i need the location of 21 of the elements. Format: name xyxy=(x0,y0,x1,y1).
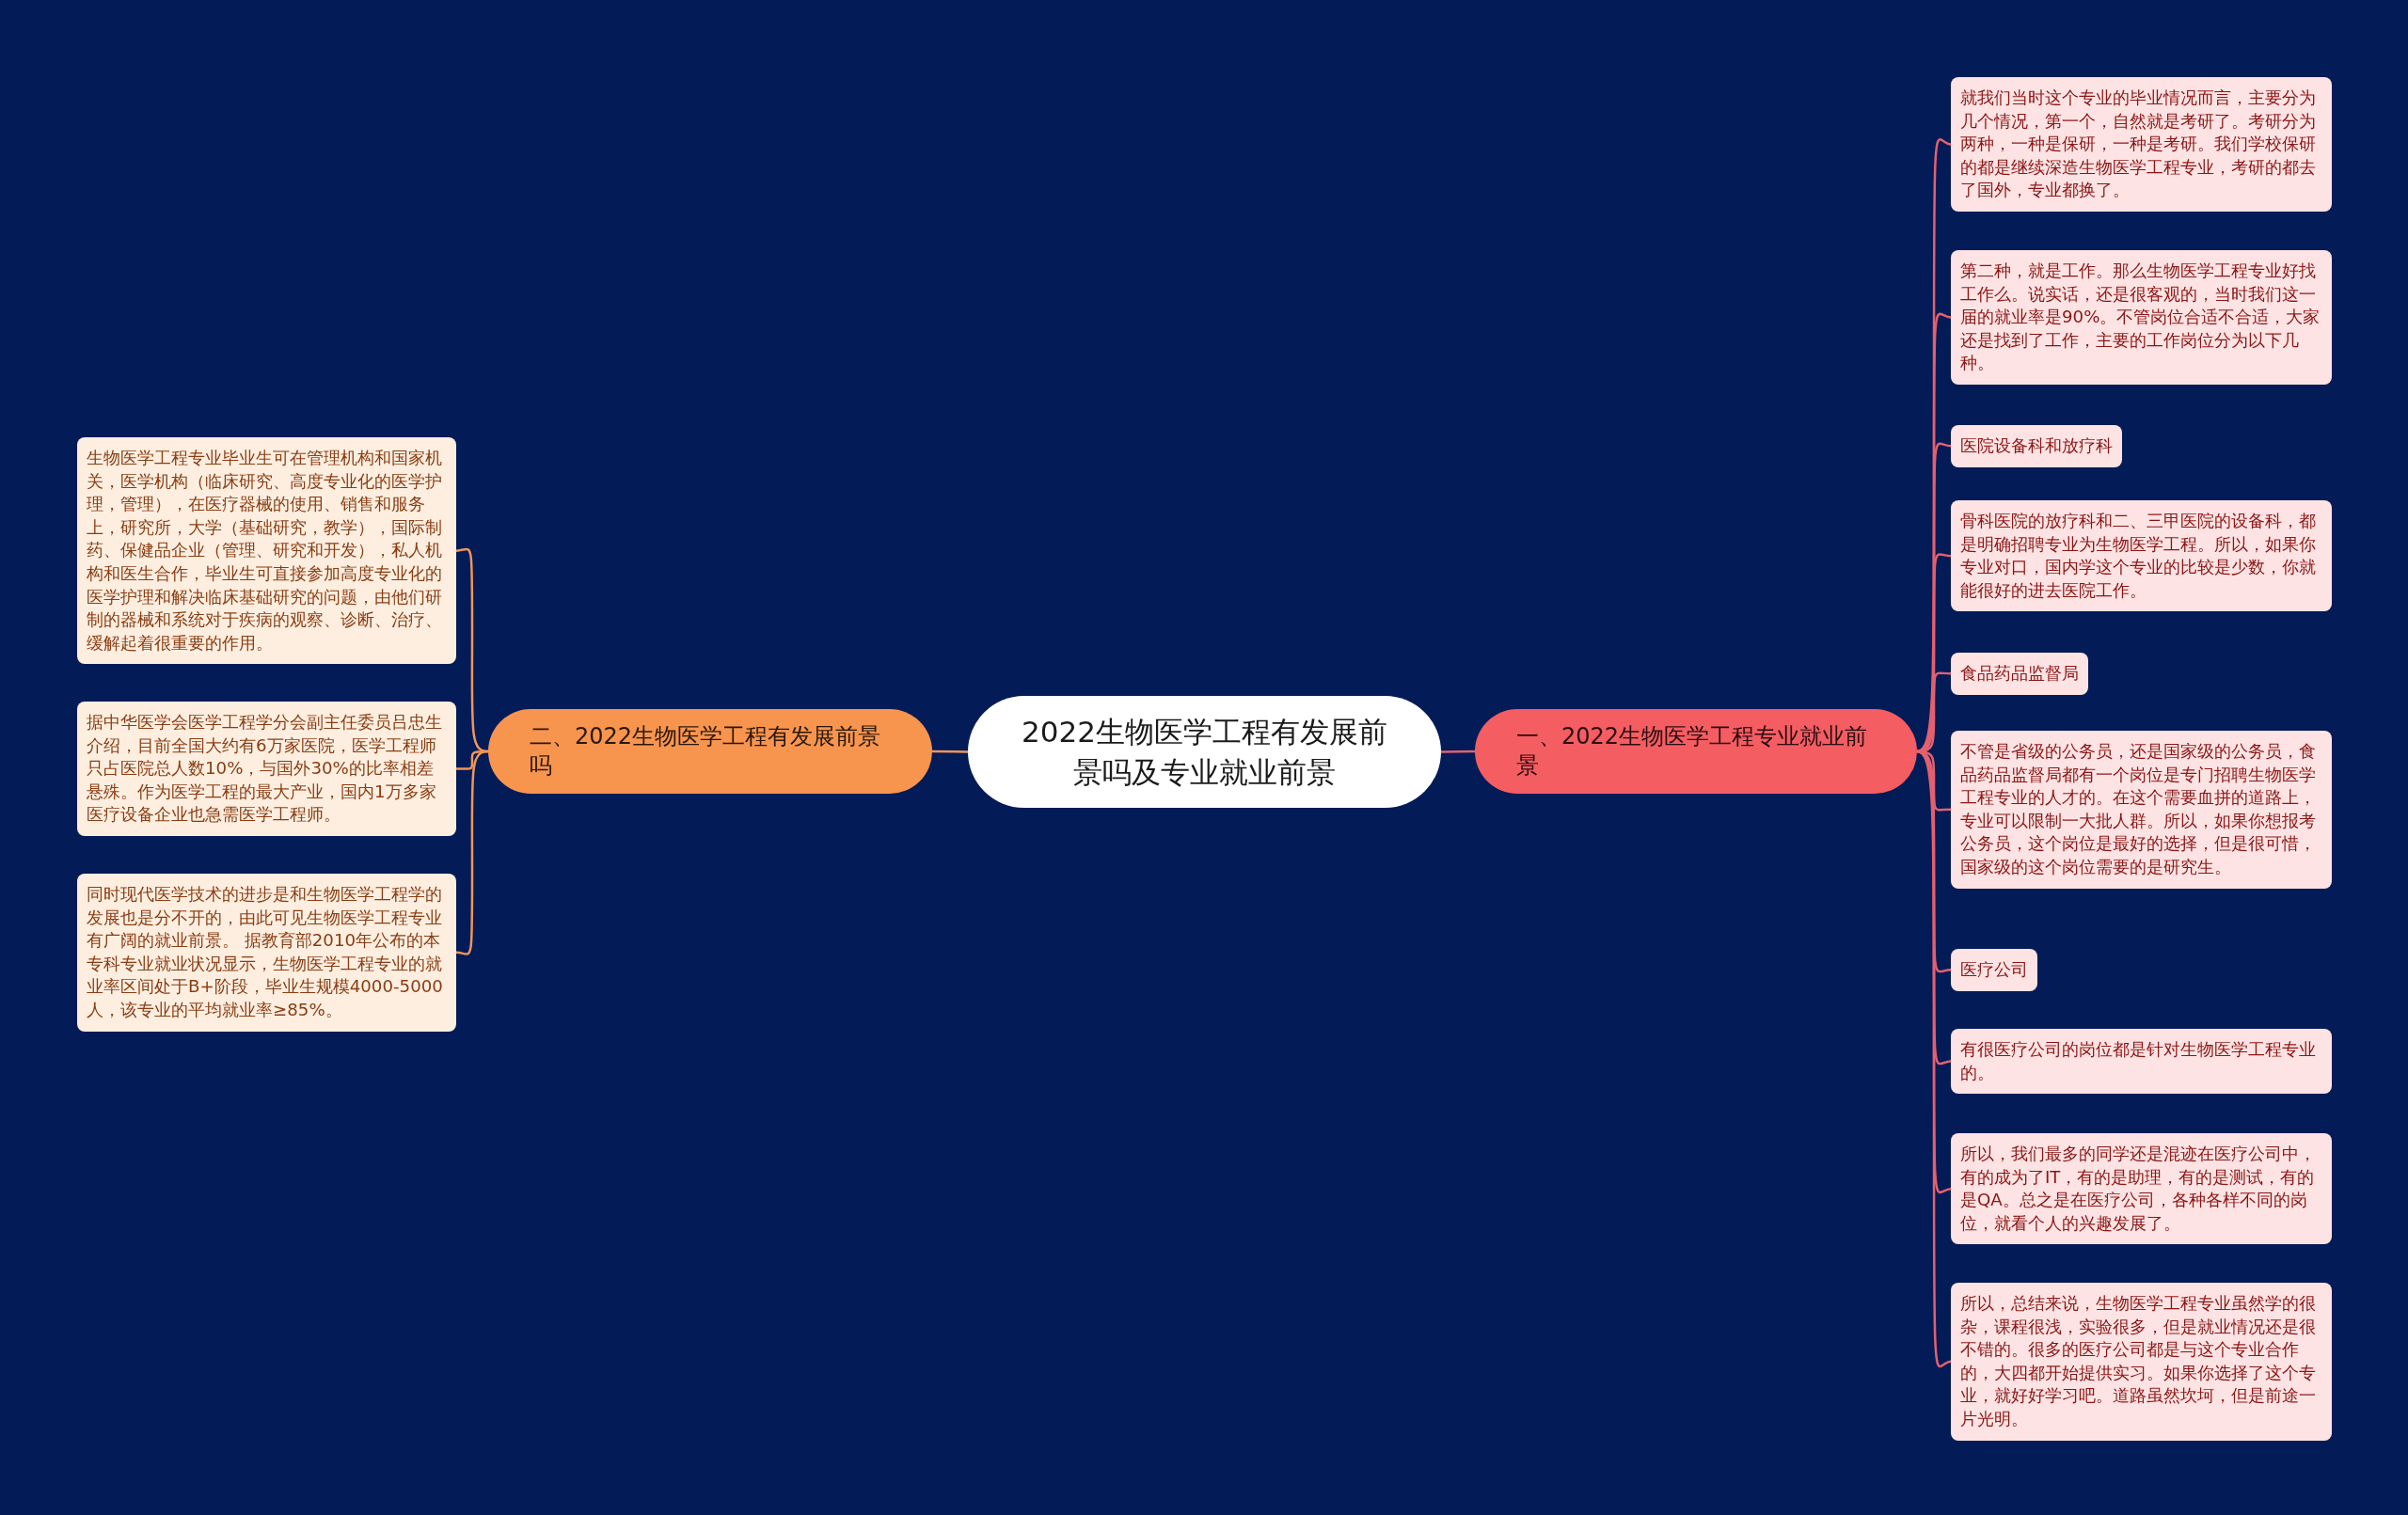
text-card: 生物医学工程专业毕业生可在管理机构和国家机关，医学机构（临床研究、高度专业化的医学护理，管理），在医疗器械的使用、销售和服务上，研究所，大学（基础研究，教学），国际制药、保健品企业（管理、研究和开发），私人机构和医生合作，毕业生可直接参加高度专业化的医学护理和解决临床基础研究的问题，由他们研制的器械和系统对于疾病的观察、诊断、治疗、缓解起着很重要的作用。 xyxy=(77,437,456,665)
branch-topic: 一、2022生物医学工程专业就业前景 xyxy=(1475,709,1917,794)
text-card: 骨科医院的放疗科和二、三甲医院的设备科，都是明确招聘专业为生物医学工程。所以，如果你专业对口，国内学这个专业的比较是少数，你就能很好的进去医院工作。 xyxy=(1951,500,2332,612)
text-card: 不管是省级的公务员，还是国家级的公务员，食品药品监督局都有一个岗位是专门招聘生物医学工程专业的人才的。在这个需要血拼的道路上，专业可以限制一大批人群。所以，如果你想报考公务员，这个岗位是最好的选择，但是很可惜，国家级的这个岗位需要的是研究生。 xyxy=(1951,731,2332,889)
subtopic-label: 食品药品监督局 xyxy=(1951,653,2088,695)
text-card: 就我们当时这个专业的毕业情况而言，主要分为几个情况，第一个，自然就是考研了。考研分为两种，一种是保研，一种是考研。我们学校保研的都是继续深造生物医学工程专业，考研的都去了国外，专业都换了。 xyxy=(1951,77,2332,212)
connector-line xyxy=(1916,750,1952,1367)
subtopic-label: 医院设备科和放疗科 xyxy=(1951,425,2122,467)
connector-line xyxy=(1441,750,1475,753)
text-card: 据中华医学会医学工程学分会副主任委员吕忠生介绍，目前全国大约有6万家医院，医学工程师只占医院总人数10%，与国外30%的比率相差悬殊。作为医学工程的最大产业，国内1万多家医疗设备企业也急需医学工程师。 xyxy=(77,702,456,836)
subtopic-label: 医疗公司 xyxy=(1951,949,2037,991)
text-card: 第二种，就是工作。那么生物医学工程专业好找工作么。说实话，还是很客观的，当时我们这一届的就业率是90%。不管岗位合适不合适，大家还是找到了工作，主要的工作岗位分为以下几种。 xyxy=(1951,250,2332,385)
connector-line xyxy=(1916,313,1952,753)
text-card: 有很医疗公司的岗位都是针对生物医学工程专业的。 xyxy=(1951,1029,2332,1095)
text-card: 所以，我们最多的同学还是混迹在医疗公司中，有的成为了IT，有的是助理，有的是测试，有的是QA。总之是在医疗公司，各种各样不同的岗位，就看个人的兴趣发展了。 xyxy=(1951,1133,2332,1245)
connector-line xyxy=(932,750,968,753)
central-topic: 2022生物医学工程有发展前景吗及专业就业前景 xyxy=(968,696,1441,808)
branch-topic: 二、2022生物医学工程有发展前景吗 xyxy=(488,709,932,794)
text-card: 所以，总结来说，生物医学工程专业虽然学的很杂，课程很浅，实验很多，但是就业情况还是很不错的。很多的医疗公司都是与这个专业合作的，大四都开始提供实习。如果你选择了这个专业，就好好学习吧。道路虽然坎坷，但是前途一片光明。 xyxy=(1951,1283,2332,1441)
connector-line xyxy=(455,750,489,955)
text-card: 同时现代医学技术的进步是和生物医学工程学的发展也是分不开的，由此可见生物医学工程专业有广阔的就业前景。 据教育部2010年公布的本专科专业就业状况显示，生物医学工程专业的就业率区间处于B+阶段，毕业生规模4000-5000人，该专业的平均就业率≥85%。 xyxy=(77,874,456,1032)
